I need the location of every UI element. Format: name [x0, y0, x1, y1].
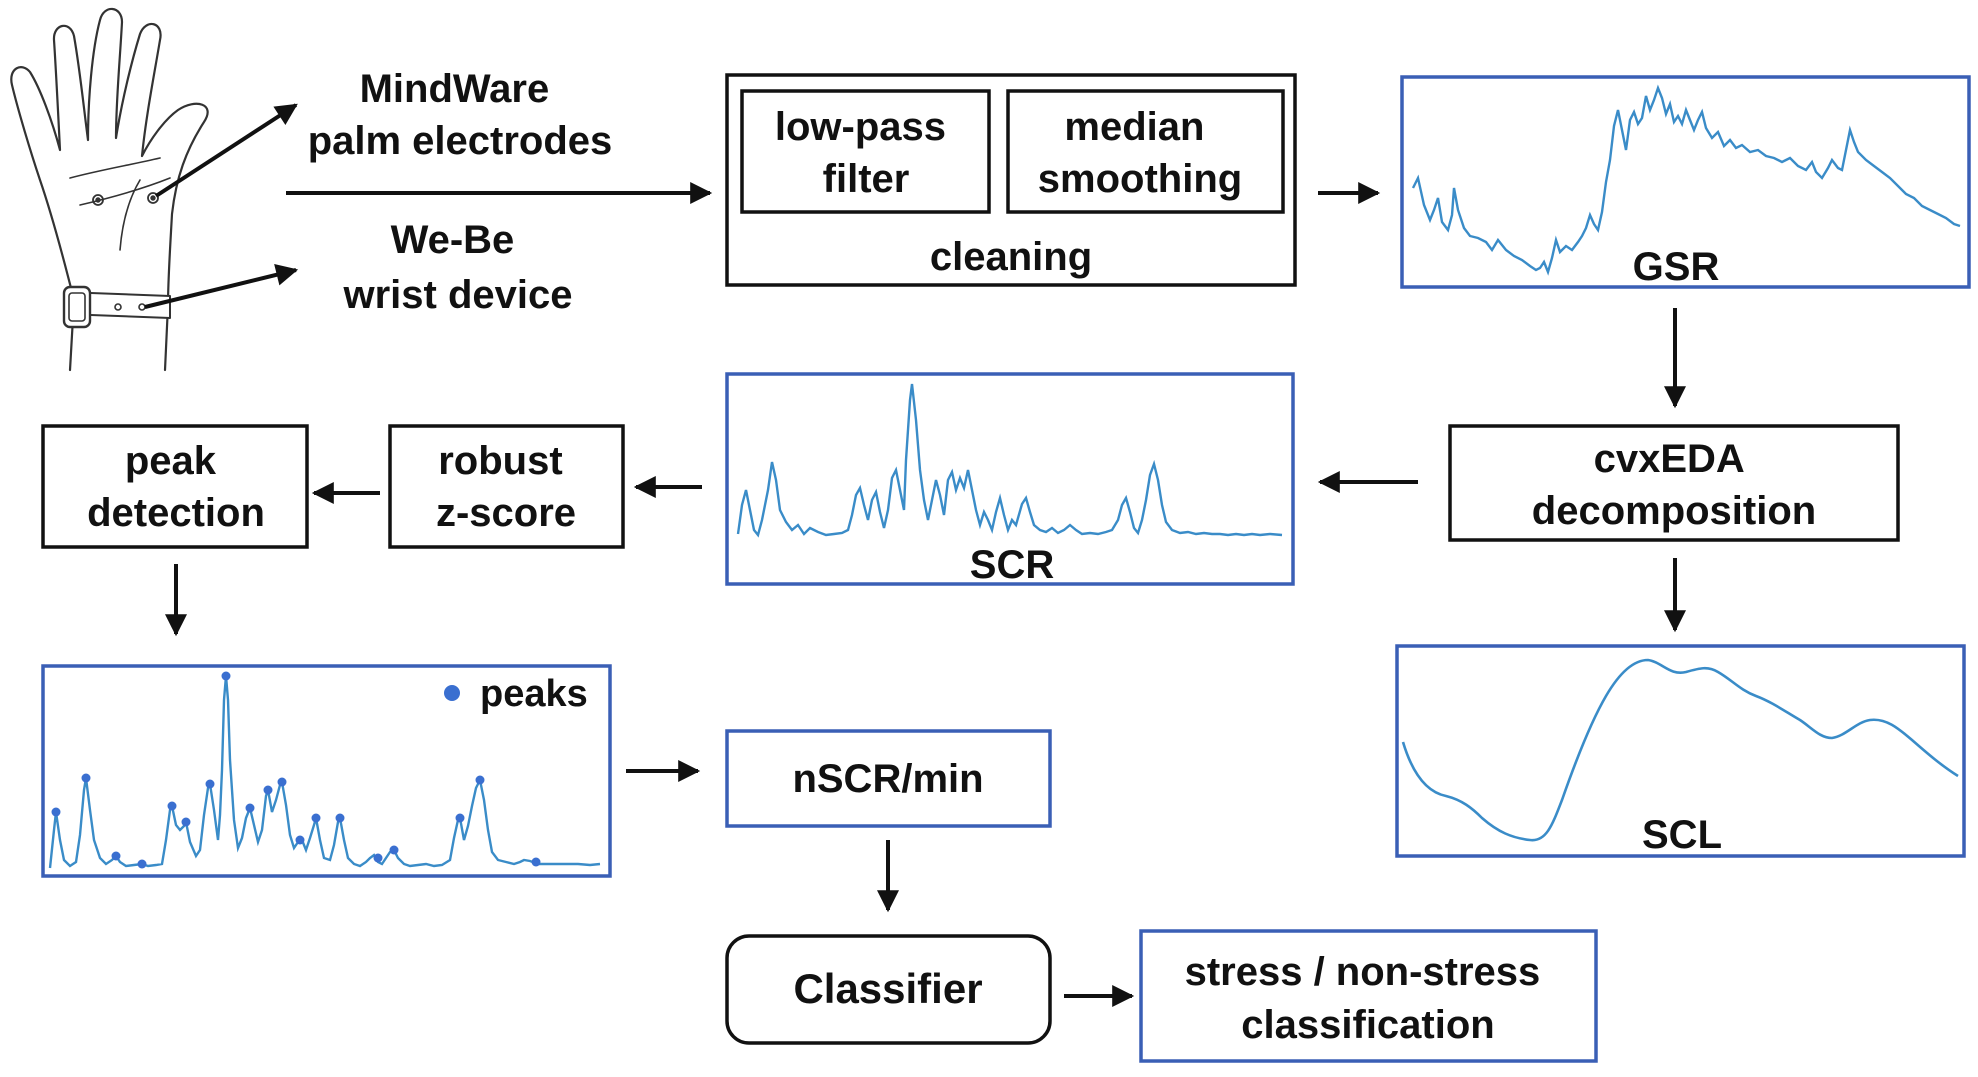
- scl-plot: SCL: [1395, 644, 1966, 858]
- zscore-label: robust z-score: [436, 439, 576, 535]
- peak-marker: [335, 813, 345, 823]
- peak-marker: [181, 817, 191, 827]
- cvxeda-label: cvxEDA decomposition: [1532, 437, 1816, 533]
- peak-marker: [455, 813, 465, 823]
- gsr-label: GSR: [1633, 245, 1720, 289]
- scr-label: SCR: [970, 543, 1055, 587]
- lowpass-filter-label: low-pass filter: [775, 105, 957, 201]
- peaks-plot: peaks: [41, 664, 612, 878]
- peak-marker: [389, 845, 399, 855]
- nscr-label: nSCR/min: [792, 757, 983, 801]
- peaks-legend-label: peaks: [480, 673, 588, 715]
- peak-markers: [51, 671, 541, 869]
- wrist-label-line2: wrist device: [342, 273, 572, 317]
- peak-marker: [221, 671, 231, 681]
- classifier-label: Classifier: [793, 965, 982, 1012]
- gsr-plot: GSR: [1400, 75, 1971, 289]
- peak-marker: [531, 857, 541, 867]
- peak-marker: [263, 785, 273, 795]
- peak-marker: [137, 859, 147, 869]
- peak-marker: [167, 801, 177, 811]
- wrist-device-label: We-Be wrist device: [342, 218, 572, 317]
- lowpass-filter-box: [740, 89, 991, 214]
- median-smoothing-box: [1006, 89, 1285, 214]
- peak-marker: [205, 779, 215, 789]
- cleaning-block: low-pass filter median smoothing cleanin…: [725, 73, 1297, 287]
- classifier-block: Classifier: [725, 934, 1052, 1045]
- palm-label-line1: MindWare: [360, 67, 550, 111]
- peakdet-label: peak detection: [87, 439, 265, 535]
- nscr-block: nSCR/min: [725, 729, 1052, 828]
- cvxeda-block: cvxEDA decomposition: [1448, 424, 1900, 542]
- scl-signal-line: [1401, 658, 1959, 842]
- peak-marker: [81, 773, 91, 783]
- scl-label: SCL: [1642, 813, 1722, 857]
- peak-marker: [373, 853, 383, 863]
- wrist-label-line1: We-Be: [391, 218, 515, 262]
- peak-marker: [245, 803, 255, 813]
- palm-electrodes-label: MindWare palm electrodes: [308, 67, 613, 163]
- peak-marker: [295, 835, 305, 845]
- peak-marker: [111, 851, 121, 861]
- palm-label-line2: palm electrodes: [308, 119, 613, 163]
- peak-marker: [277, 777, 287, 787]
- hand-icon: [10, 7, 209, 372]
- peak-marker: [475, 775, 485, 785]
- output-label: stress / non-stress classification: [1185, 950, 1552, 1047]
- peak-marker: [311, 813, 321, 823]
- peak-detection-block: peak detection: [41, 424, 309, 549]
- scr-plot: SCR: [725, 372, 1295, 587]
- wrist-pointer-arrow: [144, 264, 299, 309]
- gsr-signal-line: [1411, 84, 1961, 276]
- cleaning-title: cleaning: [930, 235, 1092, 279]
- palm-pointer-arrow: [154, 103, 298, 198]
- scr-signal-line: [736, 383, 1283, 538]
- output-block: stress / non-stress classification: [1139, 929, 1598, 1063]
- robust-zscore-block: robust z-score: [388, 424, 625, 549]
- peak-marker: [51, 807, 61, 817]
- median-smoothing-label: median smoothing: [1038, 105, 1242, 201]
- peaks-legend-marker: [444, 685, 460, 701]
